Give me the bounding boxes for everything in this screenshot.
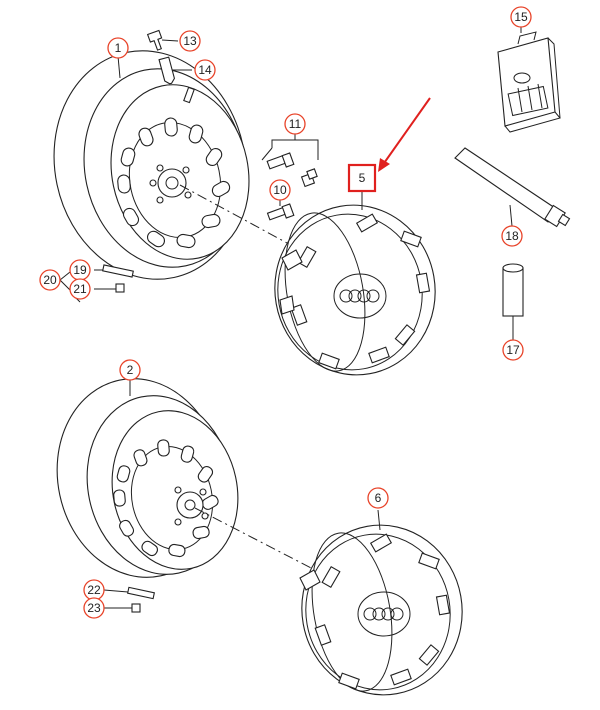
callout-label: 15: [514, 10, 528, 24]
callout-label: 13: [183, 34, 197, 48]
hubcap-upper: [274, 204, 436, 376]
callout-label: 20: [43, 273, 57, 287]
hubcap-lower: [299, 509, 463, 696]
callout-circle: [510, 6, 532, 28]
callout-circle: [501, 225, 523, 247]
callout-2: 2: [119, 359, 141, 381]
callout-circle: [269, 179, 291, 201]
callout-circle: [119, 359, 141, 381]
highlight-arrow: [378, 97, 431, 172]
callout-label: 5: [359, 171, 366, 185]
callout-label: 11: [289, 117, 302, 131]
grease-tube: [454, 147, 571, 228]
callout-label: 22: [87, 583, 101, 597]
callout-label: 21: [73, 282, 87, 296]
callout-5: 5: [347, 163, 377, 193]
arrow-head-icon: [378, 158, 390, 172]
callout-22: 22: [83, 579, 105, 601]
callout-circle: [69, 278, 91, 300]
callout-label: 1: [115, 41, 122, 55]
wheel-bolts-11: [261, 133, 319, 188]
fastener-kit-box: [497, 25, 561, 133]
wheel-vent-holes-lower: [113, 439, 219, 558]
callout-19: 19: [69, 259, 91, 281]
balance-weight-parts-lower: [103, 586, 155, 613]
callout-17: 17: [502, 339, 524, 361]
wheel-vent-holes: [117, 117, 231, 249]
callout-21: 21: [69, 278, 91, 300]
callout-label: 23: [87, 601, 101, 615]
callouts: 1 2 5 6 10 11 13 14: [39, 6, 532, 619]
callout-circle: [179, 30, 201, 52]
callout-circle: [83, 597, 105, 619]
callout-18: 18: [501, 225, 523, 247]
callout-circle: [107, 37, 129, 59]
callout-circle: [367, 487, 389, 509]
callout-14: 14: [194, 59, 216, 81]
callout-6: 6: [367, 487, 389, 509]
callout-15: 15: [510, 6, 532, 28]
four-rings-logo: [333, 273, 387, 319]
callout-label: 6: [375, 491, 382, 505]
valve-part-13: [146, 29, 179, 51]
four-rings-logo-lower: [357, 591, 411, 637]
callout-label: 10: [273, 183, 287, 197]
callout-label: 17: [506, 343, 520, 357]
callout-20: 20: [39, 269, 61, 291]
steel-wheel-upper: [53, 50, 250, 280]
callout-label: 19: [73, 263, 87, 277]
callout-circle: [194, 59, 216, 81]
callout-1: 1: [107, 37, 129, 59]
callout-13: 13: [179, 30, 201, 52]
callout-label: 2: [127, 363, 134, 377]
callout-label: 14: [198, 63, 212, 77]
cylinder-part-17: [502, 263, 524, 340]
callout-circle: [502, 339, 524, 361]
callout-10: 10: [269, 179, 291, 201]
wheel-bolt-10: [266, 196, 295, 221]
callout-23: 23: [83, 597, 105, 619]
steel-wheel-lower: [56, 378, 239, 578]
callout-label: 18: [505, 229, 519, 243]
valve-part-14: [158, 56, 192, 85]
highlight-box: [347, 163, 377, 193]
callout-circle: [284, 113, 306, 135]
callout-11: 11: [284, 113, 306, 135]
callout-circle: [39, 269, 61, 291]
